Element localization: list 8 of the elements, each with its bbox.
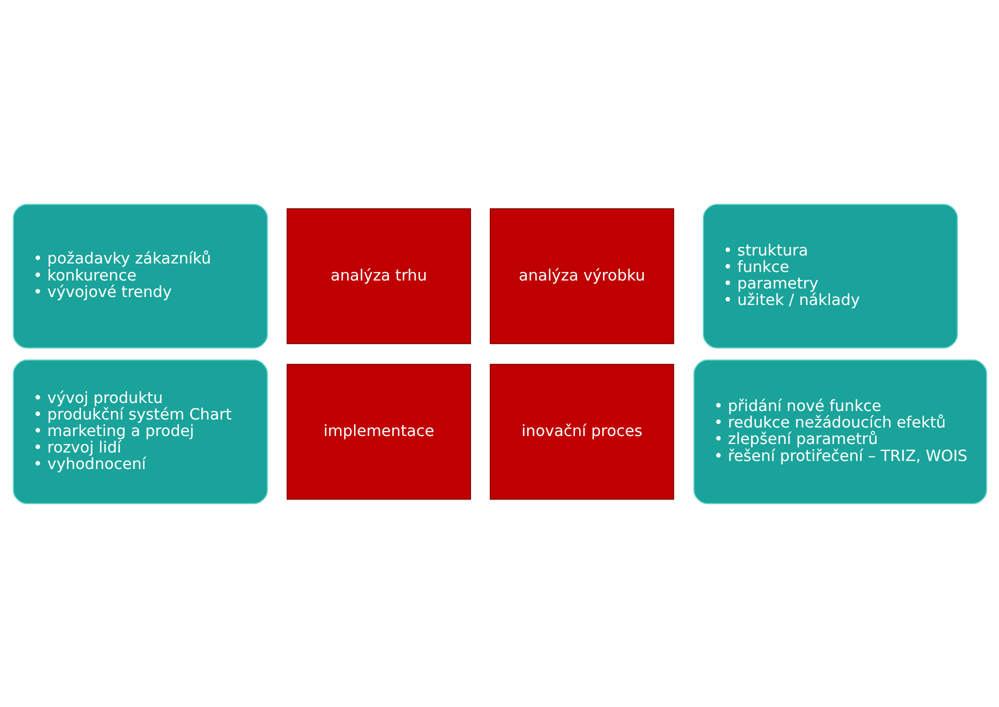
node-box: analýza trhu [286, 208, 471, 344]
node-box: inovační proces [489, 363, 674, 500]
node-box: implementace [286, 363, 471, 500]
node-box: • přidání nové funkce • redukce nežádoucích efektů • zlepšení parametrů • řešení protiřečení – TRIZ, WOIS [692, 359, 987, 504]
node-box: • vývoj produktu • produkční systém Chart • marketing a prodej • rozvoj lidí • vyhodnocení [12, 359, 268, 504]
node-box: • struktura • funkce • parametry • užitek / náklady [702, 203, 958, 348]
node-box: • požadavky zákazníků • konkurence • vývojové trendy [12, 203, 268, 348]
node-box: analýza výrobku [489, 208, 674, 344]
